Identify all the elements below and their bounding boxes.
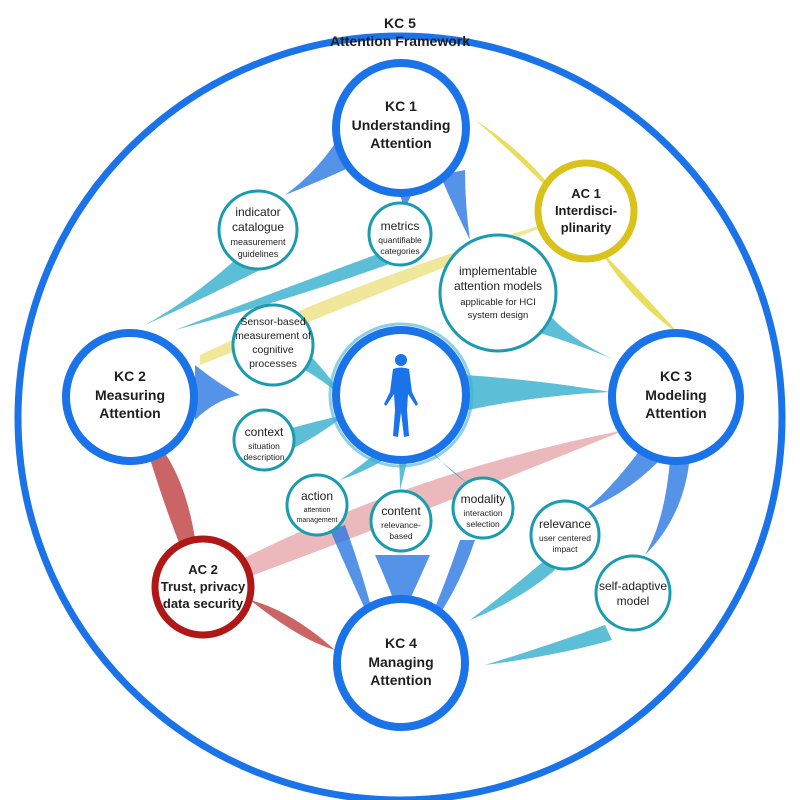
- kc3-node: KC 3 Modeling Attention: [608, 329, 744, 465]
- ac2-label: AC 2: [188, 562, 218, 577]
- modality-sub-line2: selection: [466, 519, 500, 529]
- kc3-title-line2: Attention: [645, 405, 706, 421]
- ac2-title-line2: data security: [163, 596, 244, 611]
- metrics-sub-line1: quantifiable: [378, 235, 422, 245]
- action-sub-line1: attention: [304, 507, 331, 514]
- kc1-title-line1: Understanding: [352, 117, 451, 133]
- topic-attention-models: implementable attention models applicabl…: [438, 233, 558, 353]
- topic-context: context situation description: [232, 408, 296, 472]
- kc2-link-context: [195, 365, 240, 420]
- metrics-link-kc2: [175, 255, 395, 330]
- models-sub-line2: system design: [468, 310, 529, 321]
- relevance-title: relevance: [539, 517, 591, 531]
- sensor-line1: Sensor-based: [240, 316, 306, 328]
- sensor-line2: measurement of: [235, 330, 311, 342]
- framework-title: KC 5: [384, 15, 416, 31]
- kc2-title-line1: Measuring: [95, 387, 165, 403]
- kc1-title-line2: Attention: [370, 135, 431, 151]
- indicator-title-line2: catalogue: [232, 220, 284, 234]
- indicator-sub-line1: measurement: [230, 237, 286, 247]
- ac1-title-line2: plinarity: [561, 220, 612, 235]
- center-link-kc3: [465, 375, 610, 410]
- relevance-sub-line1: user centered: [539, 533, 591, 543]
- framework-subtitle: Attention Framework: [330, 33, 470, 49]
- ac2-link-kc4: [250, 600, 335, 650]
- indicator-sub-line2: guidelines: [238, 249, 279, 259]
- content-sub-line1: relevance-: [381, 520, 421, 530]
- context-link-center: [285, 415, 345, 450]
- ac1-node: AC 1 Interdisci- plinarity: [534, 159, 638, 263]
- indicator-title-line1: indicator: [235, 205, 280, 219]
- topic-metrics: metrics quantifiable categories: [367, 201, 433, 267]
- relevance-sub-line2: impact: [552, 544, 578, 554]
- topic-action: action attention management: [285, 473, 349, 537]
- kc1-label: KC 1: [385, 98, 417, 114]
- action-title: action: [301, 489, 333, 503]
- models-sub-line1: applicable for HCI: [460, 297, 536, 308]
- kc3-label: KC 3: [660, 368, 692, 384]
- ac2-node: AC 2 Trust, privacy data security: [151, 535, 255, 639]
- sensor-line4: processes: [249, 358, 297, 370]
- content-sub-line2: based: [389, 531, 412, 541]
- context-sub-line2: description: [243, 452, 284, 462]
- kc4-title-line1: Managing: [368, 654, 433, 670]
- relevance-link-kc4: [470, 560, 555, 620]
- kc3-link-selfadaptive: [645, 455, 690, 555]
- selfadaptive-title-line2: model: [617, 594, 650, 608]
- human-figure-icon: [384, 354, 418, 437]
- center-node: [328, 322, 474, 468]
- ac2-title-line1: Trust, privacy: [161, 579, 246, 594]
- kc1-node: KC 1 Understanding Attention: [332, 59, 470, 197]
- kc3-title-line1: Modeling: [645, 387, 706, 403]
- metrics-sub-line2: categories: [380, 246, 419, 256]
- indicator-link-kc2: [145, 260, 270, 325]
- action-sub-line2: management: [297, 517, 338, 524]
- topic-content: content relevance- based: [369, 489, 433, 553]
- ac1-title-line1: Interdisci-: [555, 203, 617, 218]
- models-title-line1: implementable: [459, 264, 537, 278]
- metrics-title: metrics: [381, 219, 420, 233]
- kc2-node: KC 2 Measuring Attention: [62, 329, 198, 465]
- topic-relevance: relevance user centered impact: [529, 499, 601, 571]
- topic-self-adaptive-model: self-adaptive model: [594, 554, 672, 632]
- context-title: context: [245, 425, 284, 439]
- sensor-line3: cognitive: [252, 344, 294, 356]
- kc4-node: KC 4 Managing Attention: [333, 595, 469, 731]
- ac1-label: AC 1: [571, 186, 601, 201]
- framework-outer-circle: [14, 32, 786, 800]
- modality-sub-line1: interaction: [463, 508, 502, 518]
- kc4-title-line2: Attention: [370, 672, 431, 688]
- content-title: content: [381, 504, 421, 518]
- kc3-link-relevance: [585, 450, 660, 510]
- kc4-link-content: [375, 555, 430, 620]
- modality-title: modality: [461, 492, 506, 506]
- center-link-modality: [415, 440, 470, 485]
- models-link-kc3: [530, 310, 615, 360]
- topic-sensor-measurement: Sensor-based measurement of cognitive pr…: [231, 303, 315, 387]
- kc4-label: KC 4: [385, 635, 417, 651]
- models-title-line2: attention models: [454, 279, 542, 293]
- selfadaptive-link-kc4: [485, 625, 612, 665]
- kc1-link-models: [440, 170, 470, 240]
- topic-modality: modality interaction selection: [451, 476, 515, 540]
- kc2-label: KC 2: [114, 368, 146, 384]
- ac1-link-kc3: [600, 250, 680, 335]
- context-sub-line1: situation: [248, 441, 280, 451]
- kc2-title-line2: Attention: [99, 405, 160, 421]
- selfadaptive-title-line1: self-adaptive: [599, 579, 667, 593]
- topic-indicator-catalogue: indicator catalogue measurement guidelin…: [217, 189, 299, 271]
